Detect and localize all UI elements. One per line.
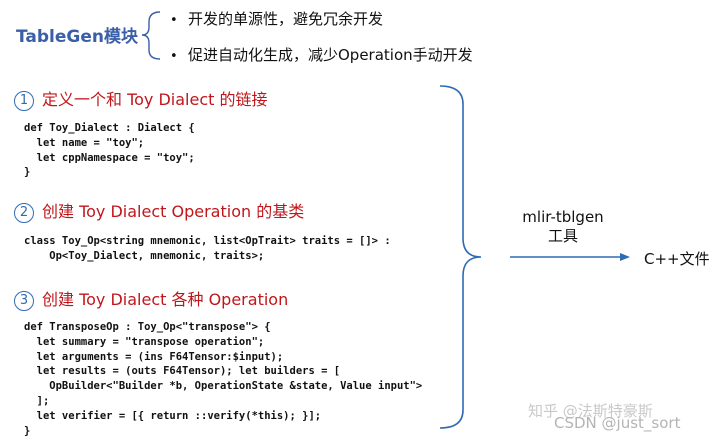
code-block-op-base: class Toy_Op<string mnemonic, list<OpTra…: [24, 235, 391, 262]
code-block-transpose: def TransposeOp : Toy_Op<"transpose"> { …: [24, 321, 423, 437]
bullet-text: 促进自动化生成，减少Operation手动开发: [188, 46, 473, 64]
output-arrowhead: [620, 253, 630, 261]
step-2-heading: 2 创建 Toy Dialect Operation 的基类: [14, 198, 304, 223]
step-number-badge: 1: [14, 91, 34, 111]
tool-subtitle: 工具: [547, 227, 578, 245]
step-1-heading: 1 定义一个和 Toy Dialect 的链接: [14, 86, 268, 111]
step-title: 定义一个和 Toy Dialect 的链接: [42, 90, 268, 109]
output-label: C++文件: [644, 250, 710, 268]
step-number-badge: 3: [14, 291, 34, 311]
watermark-zhihu: 知乎 @法斯特豪斯: [528, 402, 653, 420]
step-title: 创建 Toy Dialect 各种 Operation: [42, 290, 289, 309]
tool-label: mlir-tblgen 工具: [508, 208, 618, 246]
bullet-item: • 促进自动化生成，减少Operation手动开发: [170, 44, 473, 65]
title-brace: [141, 11, 161, 60]
bullet-text: 开发的单源性，避免冗余开发: [188, 10, 384, 28]
step-number-badge: 2: [14, 203, 34, 223]
bullet-item: • 开发的单源性，避免冗余开发: [170, 8, 383, 29]
code-block-dialect: def Toy_Dialect : Dialect { let name = "…: [24, 122, 195, 179]
main-brace: [439, 85, 482, 429]
module-title: TableGen模块: [16, 27, 138, 47]
bullet-dot-icon: •: [170, 49, 178, 64]
watermark-csdn: CSDN @just_sort: [554, 414, 681, 432]
tool-name: mlir-tblgen: [522, 208, 604, 226]
step-3-heading: 3 创建 Toy Dialect 各种 Operation: [14, 286, 288, 311]
step-title: 创建 Toy Dialect Operation 的基类: [42, 202, 305, 221]
bullet-dot-icon: •: [170, 13, 178, 28]
